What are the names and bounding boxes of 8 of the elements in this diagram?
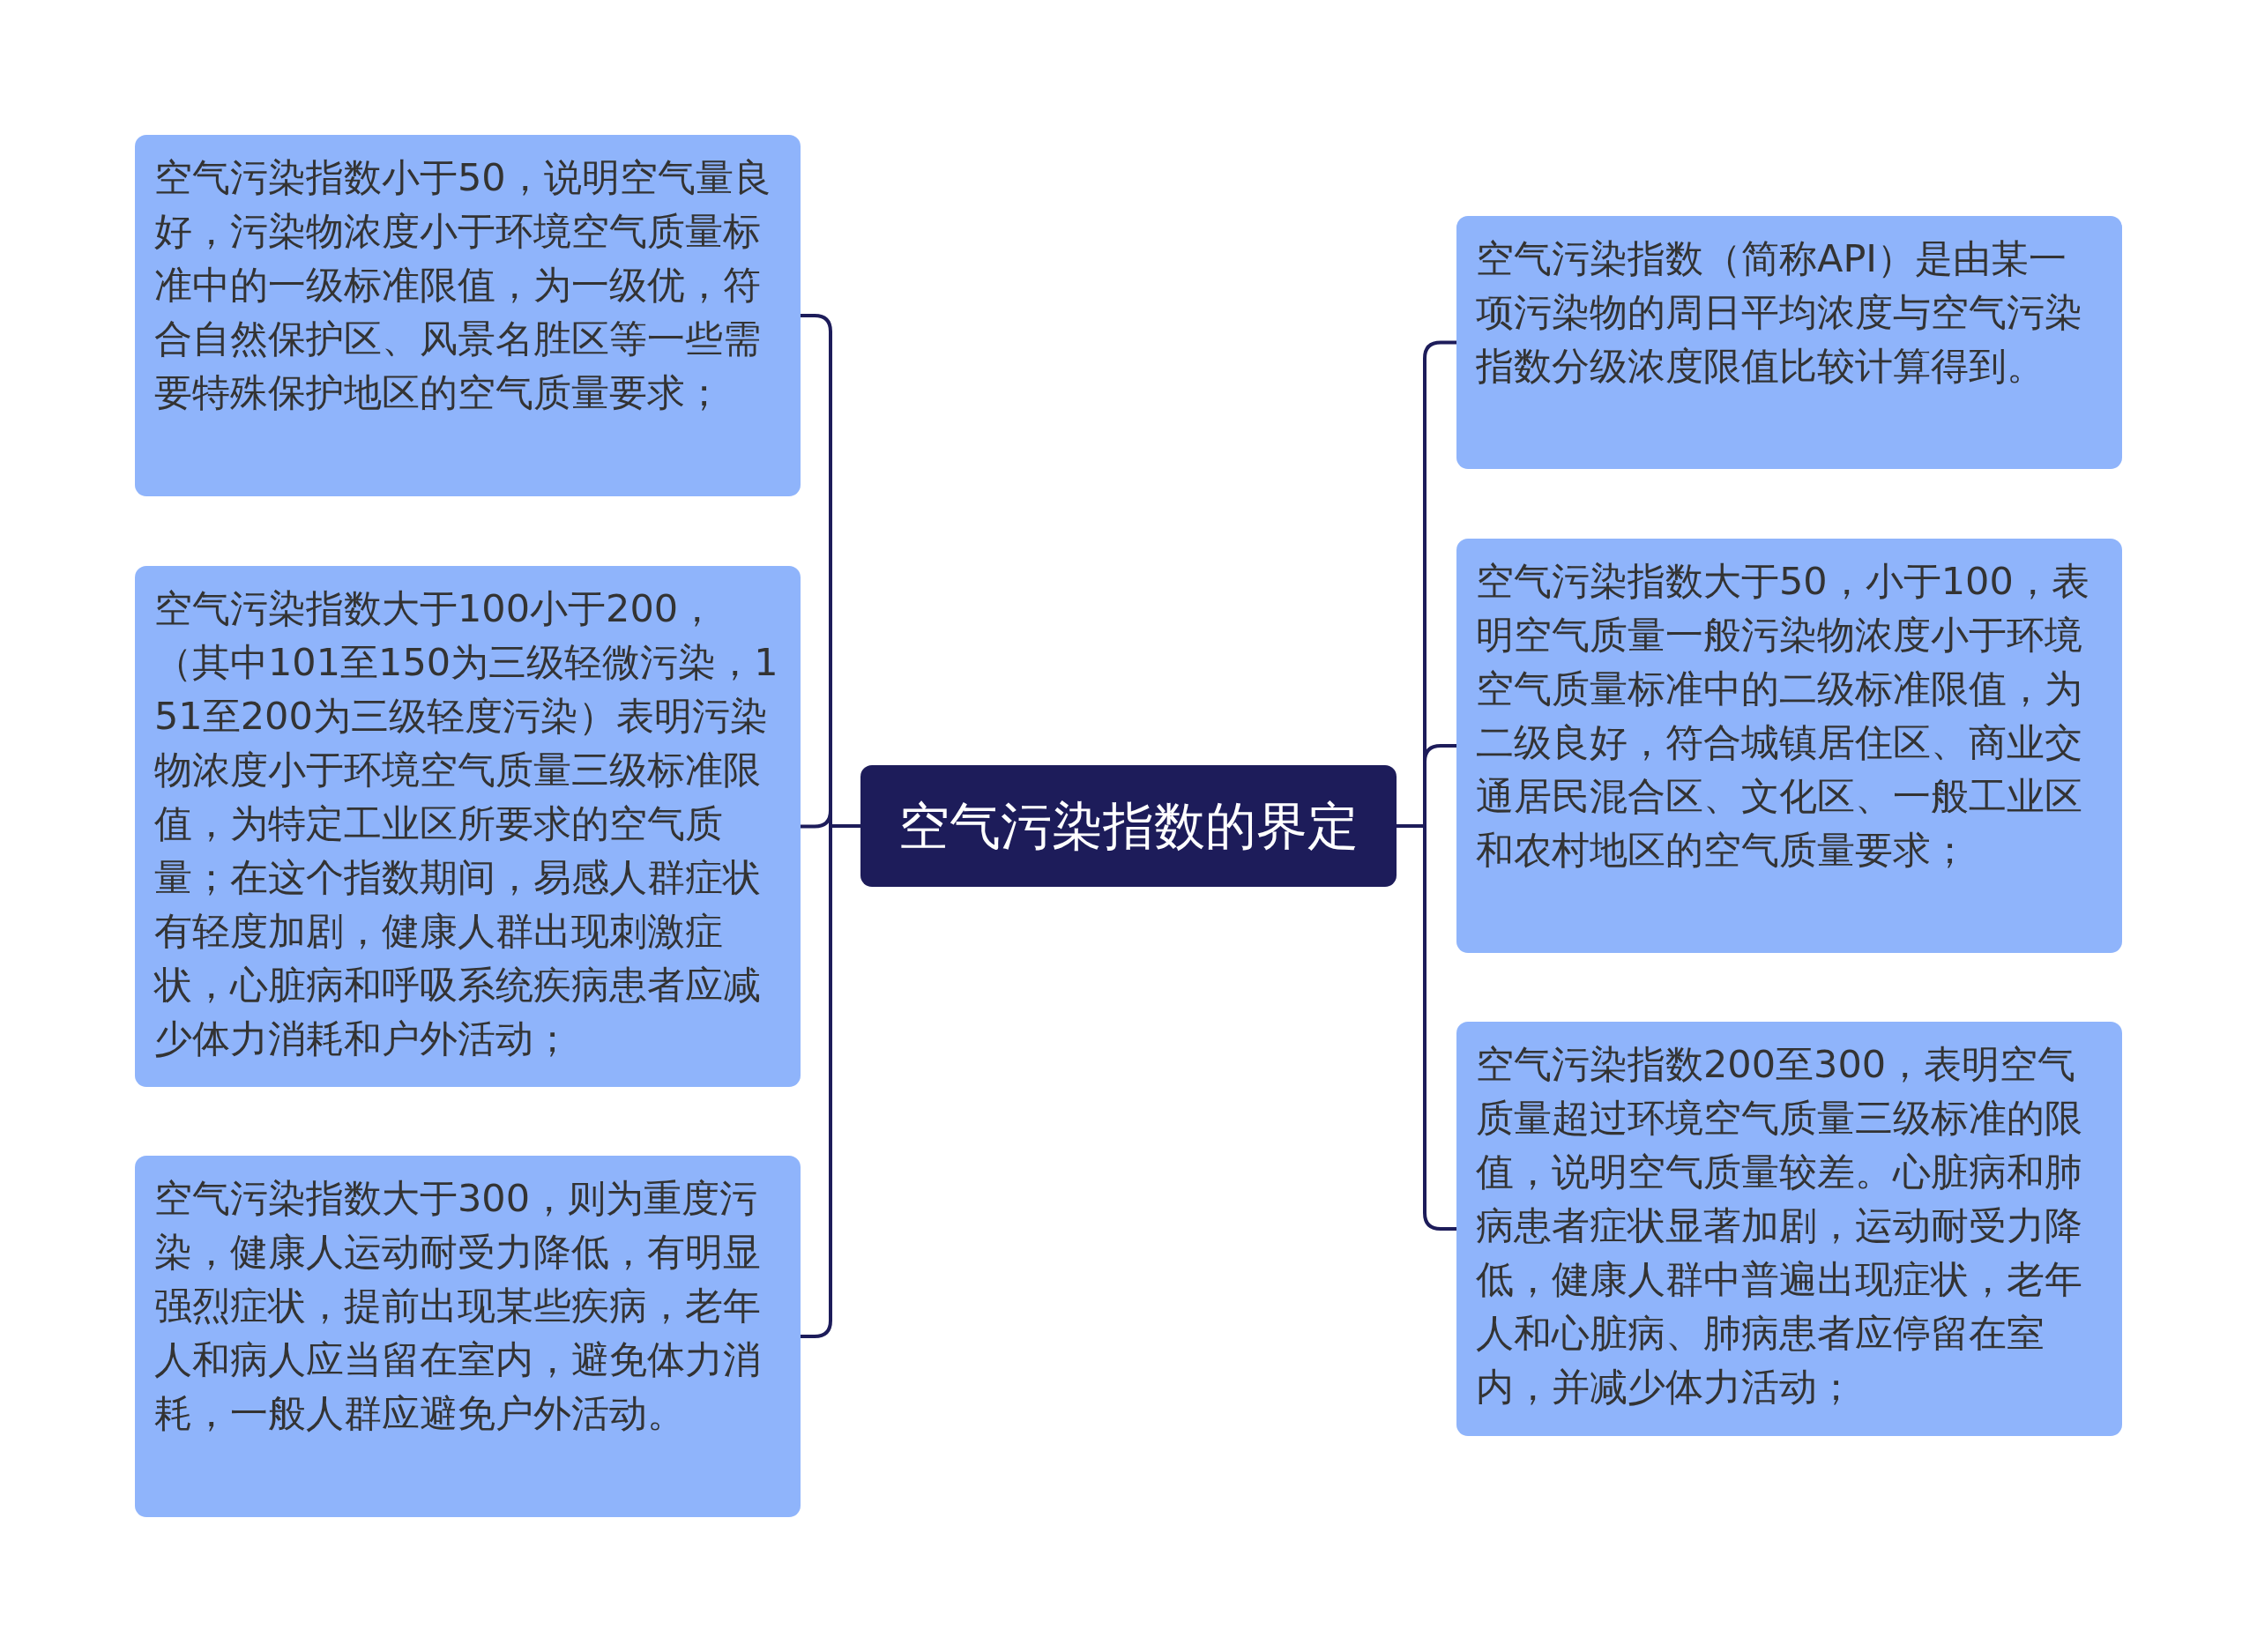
topic-box: 空气污染指数（简称API）是由某一项污染物的周日平均浓度与空气污染指数分级浓度限值比较计算得到。 [1456, 216, 2122, 469]
topic-box: 空气污染指数200至300，表明空气质量超过环境空气质量三级标准的限值，说明空气质量较差。心脏病和肺病患者症状显著加剧，运动耐受力降低，健康人群中普遍出现症状，老年人和心脏病、肺病患者应停留在室内，并减少体力活动； [1456, 1022, 2122, 1436]
connector-line [1397, 824, 1456, 1231]
topic-box: 空气污染指数小于50，说明空气量良好，污染物浓度小于环境空气质量标准中的一级标准限值，为一级优，符合自然保护区、风景名胜区等一些需要特殊保护地区的空气质量要求； [135, 135, 801, 496]
topic-box: 空气污染指数大于300，则为重度污染，健康人运动耐受力降低，有明显强烈症状，提前出现某些疾病，老年人和病人应当留在室内，避免体力消耗，一般人群应避免户外活动。 [135, 1156, 801, 1517]
topic-box: 空气污染指数大于100小于200，（其中101至150为三级轻微污染，151至200为三级轻度污染）表明污染物浓度小于环境空气质量三级标准限值，为特定工业区所要求的空气质量；在这个指数期间，易感人群症状有轻度加剧，健康人群出现刺激症状，心脏病和呼吸系统疾病患者应减少体力消耗和户外活动； [135, 566, 801, 1087]
topic-box: 空气污染指数大于50，小于100，表明空气质量一般污染物浓度小于环境空气质量标准中的二级标准限值，为二级良好，符合城镇居住区、商业交通居民混合区、文化区、一般工业区和农村地区的空气质量要求； [1456, 539, 2122, 953]
central-topic-box: 空气污染指数的界定 [860, 765, 1397, 887]
